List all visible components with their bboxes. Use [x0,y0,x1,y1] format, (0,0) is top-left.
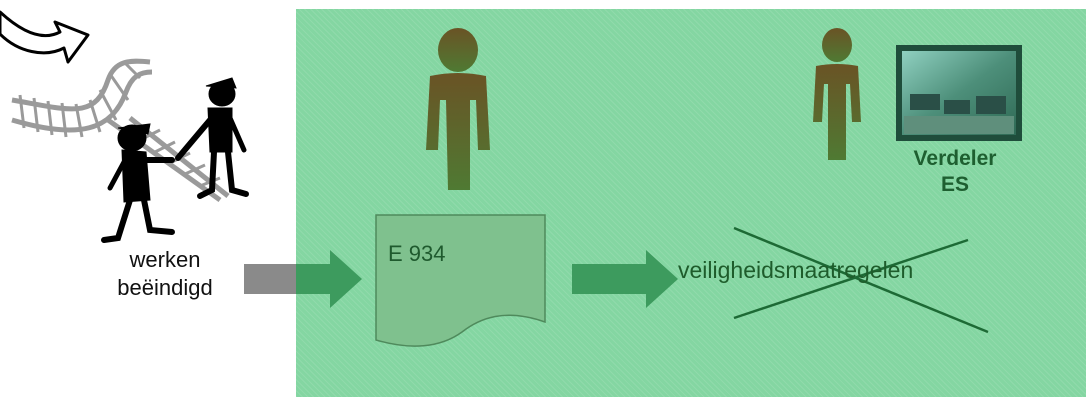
handshake-figures-icon [101,77,249,243]
control-room-photo [896,45,1022,141]
curved-arrow-icon [0,10,90,64]
document-shape [375,214,546,347]
green-arrow-2 [572,250,678,308]
person-icon [813,28,861,160]
gray-arrow [244,264,296,294]
document-label: E 934 [388,241,446,266]
caption: werken beëindigd [100,246,230,301]
person-icon [426,28,490,190]
caption-line-2: beëindigd [117,274,213,300]
measures-label: veiligheidsmaatregelen [678,257,914,283]
operator-label: Verdeler ES [880,146,1030,199]
cross-out-lines [733,226,989,334]
green-arrow-1 [296,250,362,308]
operator-line-2: ES [940,173,969,197]
operator-line-1: Verdeler [913,147,997,170]
caption-line-1: werken [129,247,201,272]
